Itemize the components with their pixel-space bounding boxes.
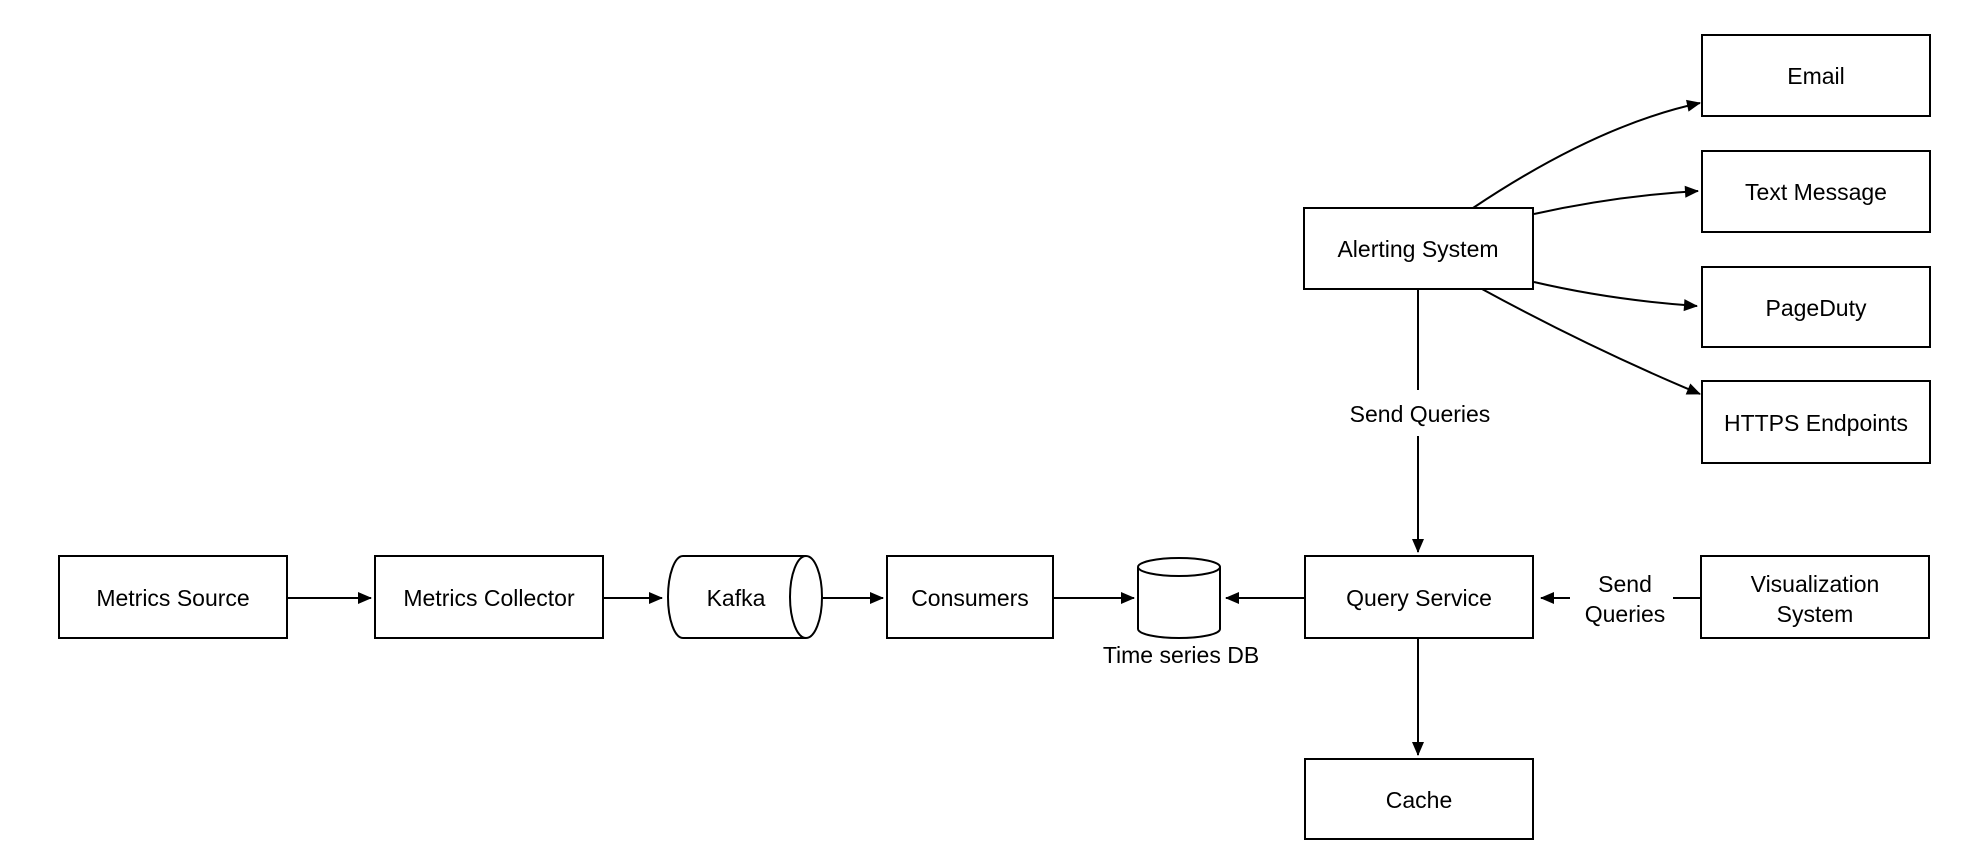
edge-alerting-to-text-message: [1533, 185, 1699, 215]
https-endpoints-label: HTTPS Endpoints: [1724, 410, 1908, 436]
metrics-source-box: [58, 555, 288, 639]
node-query-service: Query Service: [1304, 555, 1534, 639]
pageduty-label: PageDuty: [1765, 295, 1867, 321]
edge-alerting-to-https-endpoints: [1481, 288, 1701, 395]
node-time-series-db: Time series DB: [1103, 557, 1259, 668]
node-text-message: Text Message: [1701, 150, 1931, 233]
node-email: Email: [1701, 34, 1931, 117]
node-cache: Cache: [1304, 758, 1534, 840]
https-endpoints-box: [1701, 380, 1931, 464]
query-service-box: [1304, 555, 1534, 639]
node-visualization-system: Visualization System: [1700, 555, 1930, 639]
database-cylinder-top-icon: [1137, 557, 1221, 577]
time-series-db-label: Time series DB: [1103, 642, 1259, 668]
node-metrics-source: Metrics Source: [58, 555, 288, 639]
visualization-system-box: [1700, 555, 1930, 639]
edges-layer: [287, 99, 1701, 756]
alerting-system-box: [1303, 207, 1534, 290]
node-alerting-system: Alerting System: [1303, 207, 1534, 290]
send-queries-label-viz-line1: Send: [1598, 571, 1652, 597]
node-https-endpoints: HTTPS Endpoints: [1701, 380, 1931, 464]
send-queries-label-viz-line2: Queries: [1585, 601, 1666, 627]
cache-label: Cache: [1386, 787, 1452, 813]
pageduty-box: [1701, 266, 1931, 348]
edge-alerting-to-pageduty: [1533, 281, 1698, 312]
kafka-horizontal-cylinder-icon: [667, 555, 806, 639]
text-message-box: [1701, 150, 1931, 233]
database-cylinder-icon: [1137, 567, 1221, 639]
kafka-label: Kafka: [707, 585, 766, 611]
email-box: [1701, 34, 1931, 117]
metrics-collector-box: [374, 555, 604, 639]
edge-labels-layer: Send Queries Send Queries: [1350, 401, 1666, 627]
cache-box: [1304, 758, 1534, 840]
node-metrics-collector: Metrics Collector: [374, 555, 604, 639]
query-service-label: Query Service: [1346, 585, 1492, 611]
metrics-collector-label: Metrics Collector: [403, 585, 575, 611]
kafka-cylinder-rim-icon: [789, 555, 823, 639]
node-consumers: Consumers: [886, 555, 1054, 639]
visualization-system-label-line1: Visualization: [1751, 571, 1880, 597]
consumers-label: Consumers: [911, 585, 1029, 611]
text-message-label: Text Message: [1745, 179, 1887, 205]
email-label: Email: [1787, 63, 1845, 89]
metrics-source-label: Metrics Source: [96, 585, 249, 611]
node-kafka: Kafka: [667, 555, 823, 639]
alerting-system-label: Alerting System: [1337, 236, 1498, 262]
edge-alerting-to-email: [1472, 99, 1701, 209]
node-pageduty: PageDuty: [1701, 266, 1931, 348]
visualization-system-label-line2: System: [1777, 601, 1854, 627]
send-queries-label-alerting: Send Queries: [1350, 401, 1491, 427]
consumers-box: [886, 555, 1054, 639]
